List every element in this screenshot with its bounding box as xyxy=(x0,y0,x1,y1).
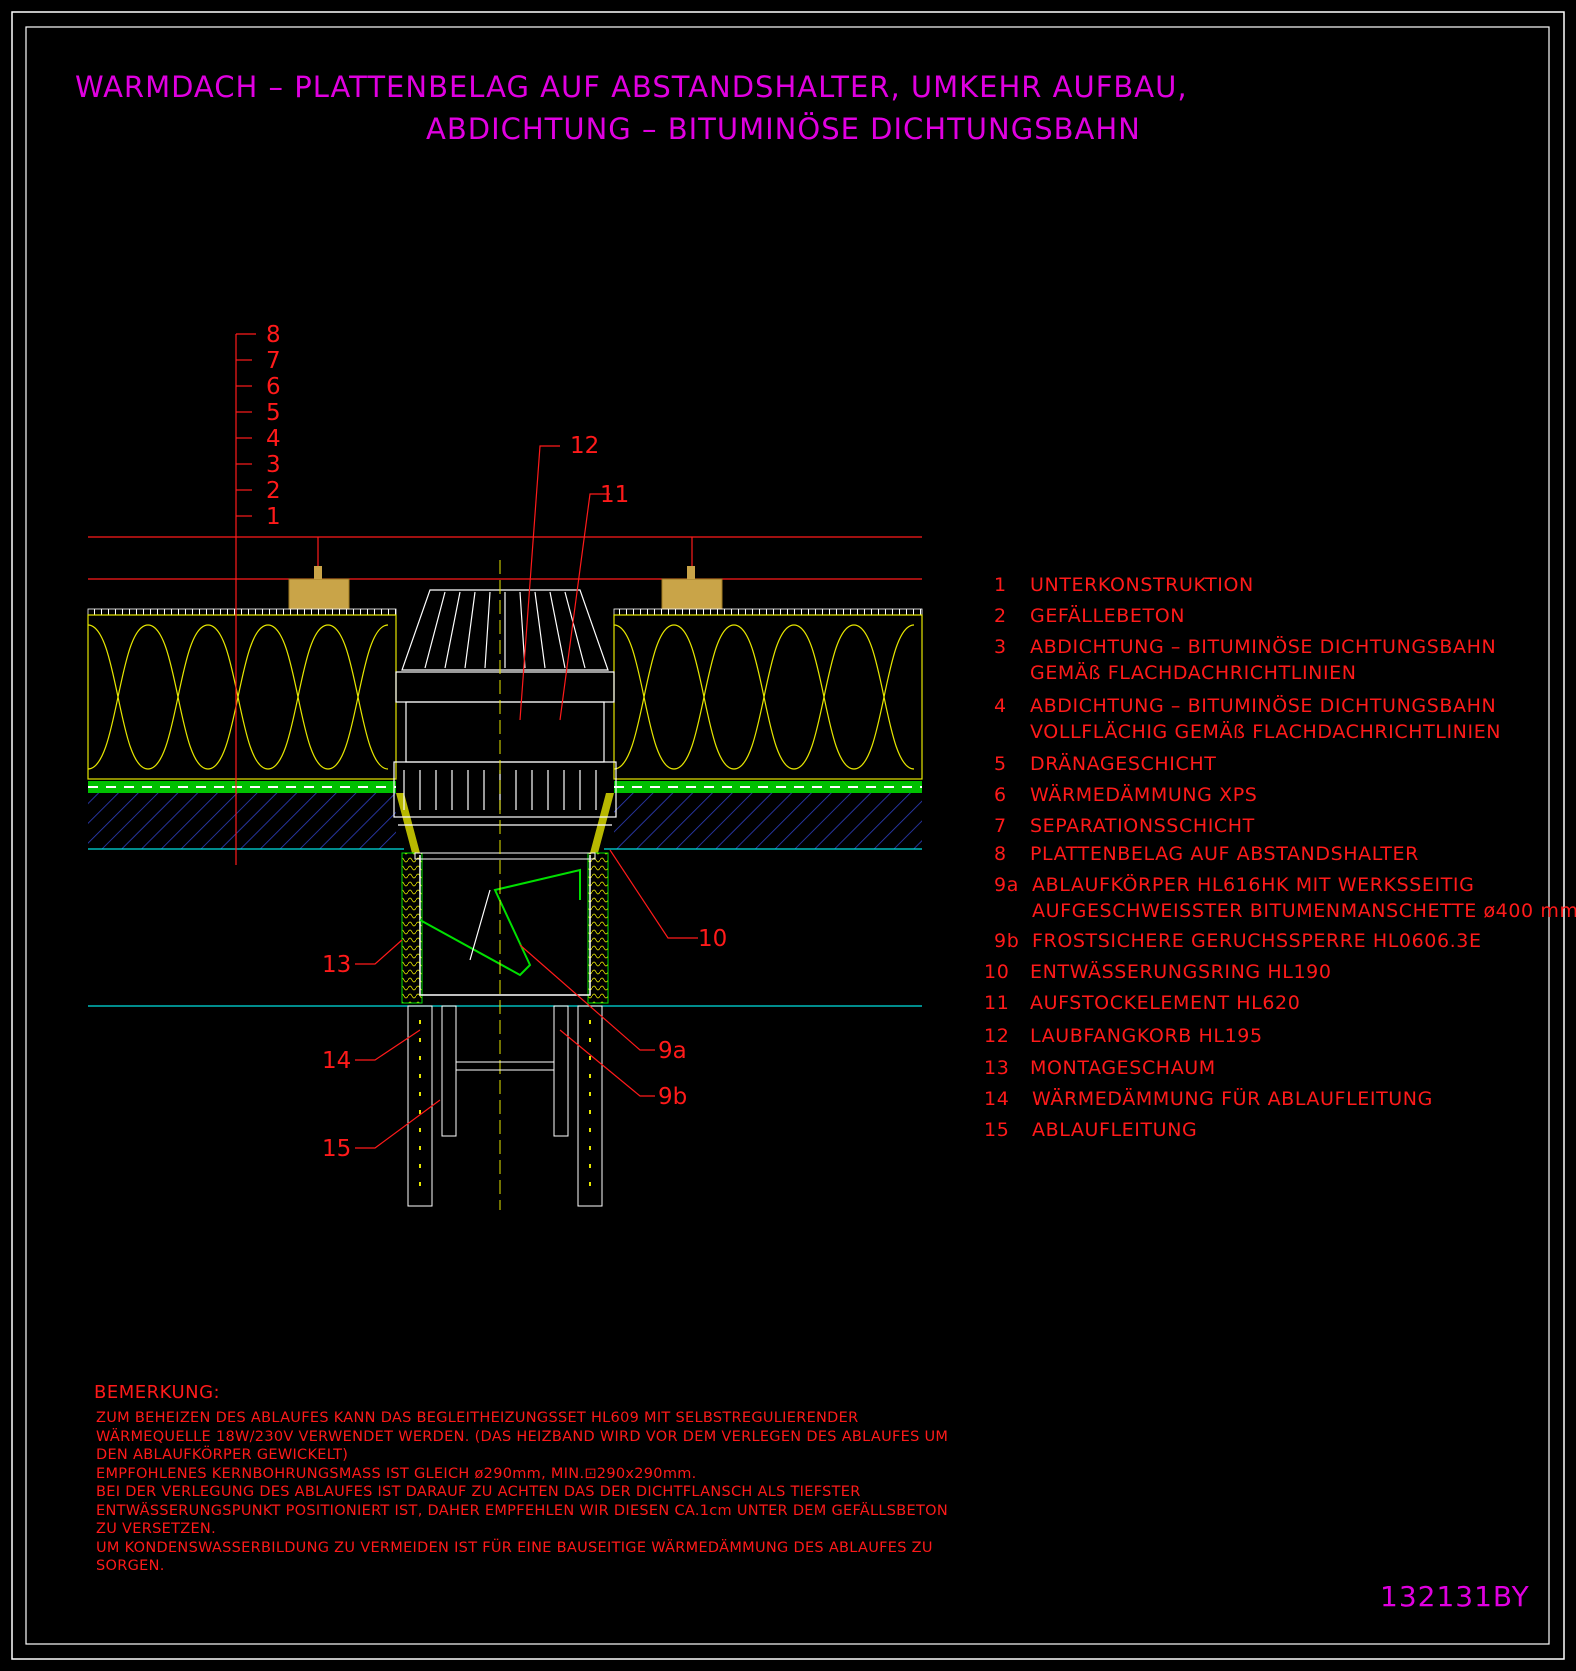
remarks-heading: BEMERKUNG: xyxy=(94,1382,220,1403)
legend-num: 2 xyxy=(994,605,1007,627)
callout-11: 11 xyxy=(600,482,629,508)
scale-label-4: 4 xyxy=(266,426,281,452)
legend-num: 10 xyxy=(984,961,1009,983)
remarks: BEMERKUNG: ZUM BEHEIZEN DES ABLAUFES KAN… xyxy=(94,1382,948,1574)
scale-label-2: 2 xyxy=(266,478,281,504)
legend-text: ABLAUFLEITUNG xyxy=(1032,1119,1197,1141)
legend-text: UNTERKONSTRUKTION xyxy=(1030,574,1254,596)
legend-text: PLATTENBELAG AUF ABSTANDSHALTER xyxy=(1030,843,1419,865)
scale-label-6: 6 xyxy=(266,374,281,400)
legend-num: 7 xyxy=(994,815,1007,837)
outer-frame xyxy=(11,11,1565,1660)
drain-pipe xyxy=(407,1005,603,1207)
legend-text: MONTAGESCHAUM xyxy=(1030,1057,1216,1079)
scale-label-1: 1 xyxy=(266,504,281,530)
legend-num: 6 xyxy=(994,784,1007,806)
remarks-line: BEI DER VERLEGUNG DES ABLAUFES IST DARAU… xyxy=(96,1484,861,1500)
scale-label-3: 3 xyxy=(266,452,281,478)
legend-num: 9a xyxy=(994,874,1019,896)
remarks-line: DEN ABLAUFKÖRPER GEWICKELT) xyxy=(96,1445,348,1463)
mounting-foam-left xyxy=(401,852,423,1004)
legend-num: 9b xyxy=(994,930,1019,952)
legend-text: ABDICHTUNG – BITUMINÖSE DICHTUNGSBAHN xyxy=(1030,635,1496,658)
legend-num: 3 xyxy=(994,636,1007,658)
sloped-concrete xyxy=(88,793,396,849)
remarks-line: ENTWÄSSERUNGSPUNKT POSITIONIERT IST, DAH… xyxy=(96,1501,948,1519)
mounting-foam-right xyxy=(587,852,609,1004)
legend-text: AUFSTOCKELEMENT HL620 xyxy=(1030,992,1300,1014)
legend-text: AUFGESCHWEISSTER BITUMENMANSCHETTE ø400 … xyxy=(1032,900,1576,922)
legend: 1 UNTERKONSTRUKTION 2 GEFÄLLEBETON 3 ABD… xyxy=(984,574,1576,1141)
title-line-1: WARMDACH – PLATTENBELAG AUF ABSTANDSHALT… xyxy=(75,70,1188,104)
callout-13: 13 xyxy=(322,952,351,978)
legend-num: 8 xyxy=(994,843,1007,865)
title-line-2: ABDICHTUNG – BITUMINÖSE DICHTUNGSBAHN xyxy=(426,112,1141,146)
drawing-code: 132131BY xyxy=(1380,1580,1530,1613)
legend-num: 15 xyxy=(984,1119,1009,1141)
legend-text: ABDICHTUNG – BITUMINÖSE DICHTUNGSBAHN xyxy=(1030,694,1496,717)
callout-12: 12 xyxy=(570,433,599,459)
callout-10: 10 xyxy=(698,926,727,952)
inner-frame xyxy=(25,26,1550,1645)
legend-num: 12 xyxy=(984,1025,1009,1047)
legend-num: 13 xyxy=(984,1057,1009,1079)
spacer-pedestal-left xyxy=(288,578,350,610)
legend-num: 5 xyxy=(994,753,1007,775)
legend-num: 1 xyxy=(994,574,1007,596)
legend-text: WÄRMEDÄMMUNG FÜR ABLAUFLEITUNG xyxy=(1032,1087,1433,1110)
legend-text: ENTWÄSSERUNGSRING HL190 xyxy=(1030,960,1332,983)
scale-label-7: 7 xyxy=(266,348,281,374)
remarks-line: ZU VERSETZEN. xyxy=(96,1521,216,1537)
remarks-line: SORGEN. xyxy=(96,1558,165,1574)
legend-num: 14 xyxy=(984,1088,1009,1110)
legend-num: 11 xyxy=(984,992,1009,1014)
legend-text: WÄRMEDÄMMUNG XPS xyxy=(1030,783,1257,806)
callout-9b: 9b xyxy=(658,1084,687,1110)
callout-14: 14 xyxy=(322,1048,351,1074)
drain-body xyxy=(419,855,591,996)
xps-insulation xyxy=(87,614,923,780)
drainage-layer xyxy=(88,781,922,793)
legend-text: DRÄNAGESCHICHT xyxy=(1030,752,1216,775)
legend-text: GEFÄLLEBETON xyxy=(1030,604,1185,627)
remarks-line: EMPFOHLENES KERNBOHRUNGSMASS IST GLEICH … xyxy=(96,1466,697,1482)
remarks-line: ZUM BEHEIZEN DES ABLAUFES KANN DAS BEGLE… xyxy=(96,1410,858,1426)
legend-text: SEPARATIONSSCHICHT xyxy=(1030,815,1255,837)
callout-9a: 9a xyxy=(658,1038,687,1064)
legend-text: VOLLFLÄCHIG GEMÄß FLACHDACHRICHTLINIEN xyxy=(1030,720,1501,743)
callout-15: 15 xyxy=(322,1136,351,1162)
legend-num: 4 xyxy=(994,695,1007,717)
legend-text: LAUBFANGKORB HL195 xyxy=(1030,1025,1263,1047)
odour-trap xyxy=(419,868,581,977)
layer-scale xyxy=(235,333,256,865)
legend-text: GEMÄß FLACHDACHRICHTLINIEN xyxy=(1030,661,1357,684)
spacer-pedestal-right xyxy=(661,578,723,610)
remarks-line: UM KONDENSWASSERBILDUNG ZU VERMEIDEN IST… xyxy=(96,1538,933,1556)
scale-label-8: 8 xyxy=(266,322,281,348)
legend-text: FROSTSICHERE GERUCHSSPERRE HL0606.3E xyxy=(1032,930,1482,952)
remarks-line: WÄRMEQUELLE 18W/230V VERWENDET WERDEN. (… xyxy=(96,1427,948,1445)
leaf-basket xyxy=(393,589,617,826)
scale-label-5: 5 xyxy=(266,400,281,426)
roof-section-drawing: 8 7 6 5 4 3 2 1 12 11 10 13 14 15 9a 9b xyxy=(87,322,923,1210)
legend-text: ABLAUFKÖRPER HL616HK MIT WERKSSEITIG xyxy=(1032,873,1474,896)
